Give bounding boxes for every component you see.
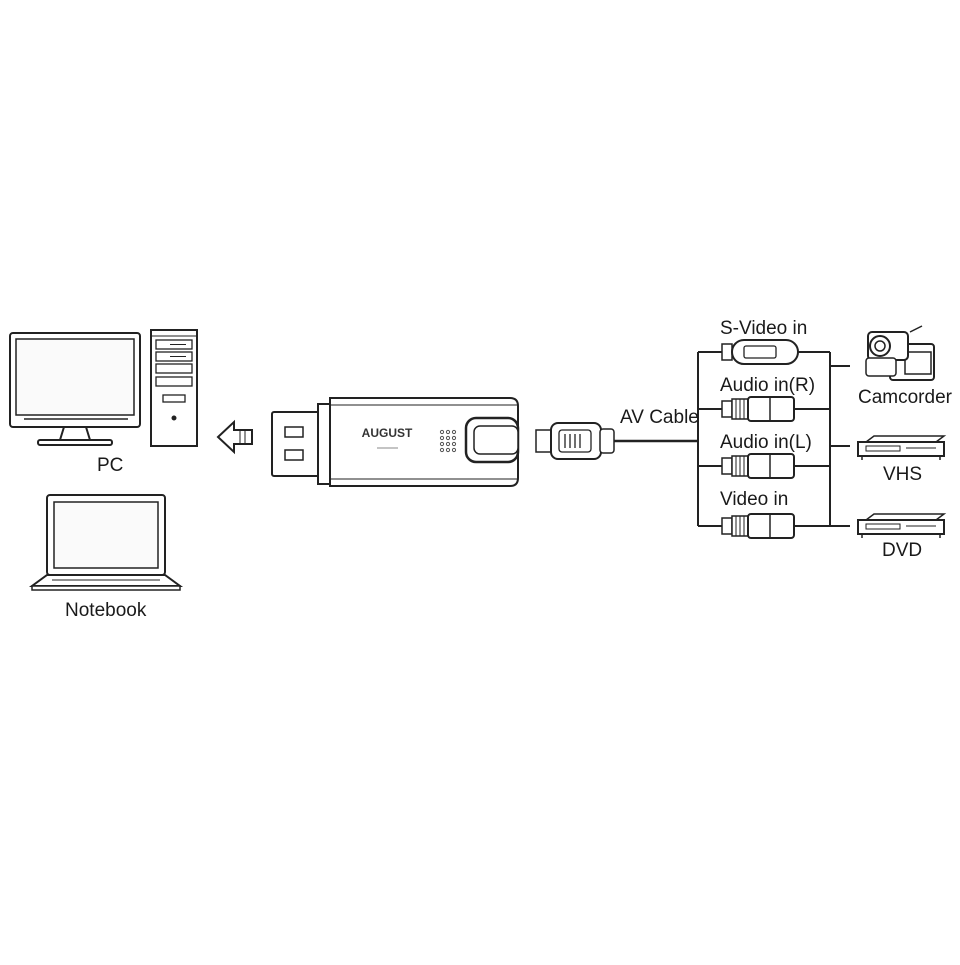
notebook-icon [28, 494, 184, 591]
dvd-player-icon [857, 513, 947, 538]
video-plug-icon [721, 513, 795, 539]
camcorder-label: Camcorder [858, 387, 952, 408]
pc-label: PC [97, 455, 124, 476]
device-connector-lines [794, 351, 850, 527]
audio-in-l-label: Audio in(L) [720, 432, 812, 453]
pc-tower-icon [150, 329, 198, 447]
dvd-label: DVD [882, 540, 923, 561]
audio-r-plug-icon [721, 396, 795, 422]
av-cable-lines [614, 351, 722, 527]
video-in-label: Video in [720, 489, 789, 510]
audio-l-plug-icon [721, 453, 795, 479]
device-brand-text: AUGUST [362, 426, 413, 440]
notebook-label: Notebook [65, 600, 147, 621]
s-video-in-label: S-Video in [720, 318, 808, 339]
vhs-player-icon [857, 435, 947, 460]
audio-in-r-label: Audio in(R) [720, 375, 816, 396]
av-cable-plug-icon [535, 422, 615, 460]
vhs-label: VHS [883, 464, 923, 485]
s-video-plug-icon [721, 339, 799, 365]
arrow-left-icon [216, 419, 253, 455]
camcorder-icon [865, 325, 935, 381]
pc-monitor-icon [9, 332, 141, 446]
usb-capture-device-icon: AUGUST [271, 397, 520, 487]
av-cable-label: AV Cable [620, 407, 699, 428]
